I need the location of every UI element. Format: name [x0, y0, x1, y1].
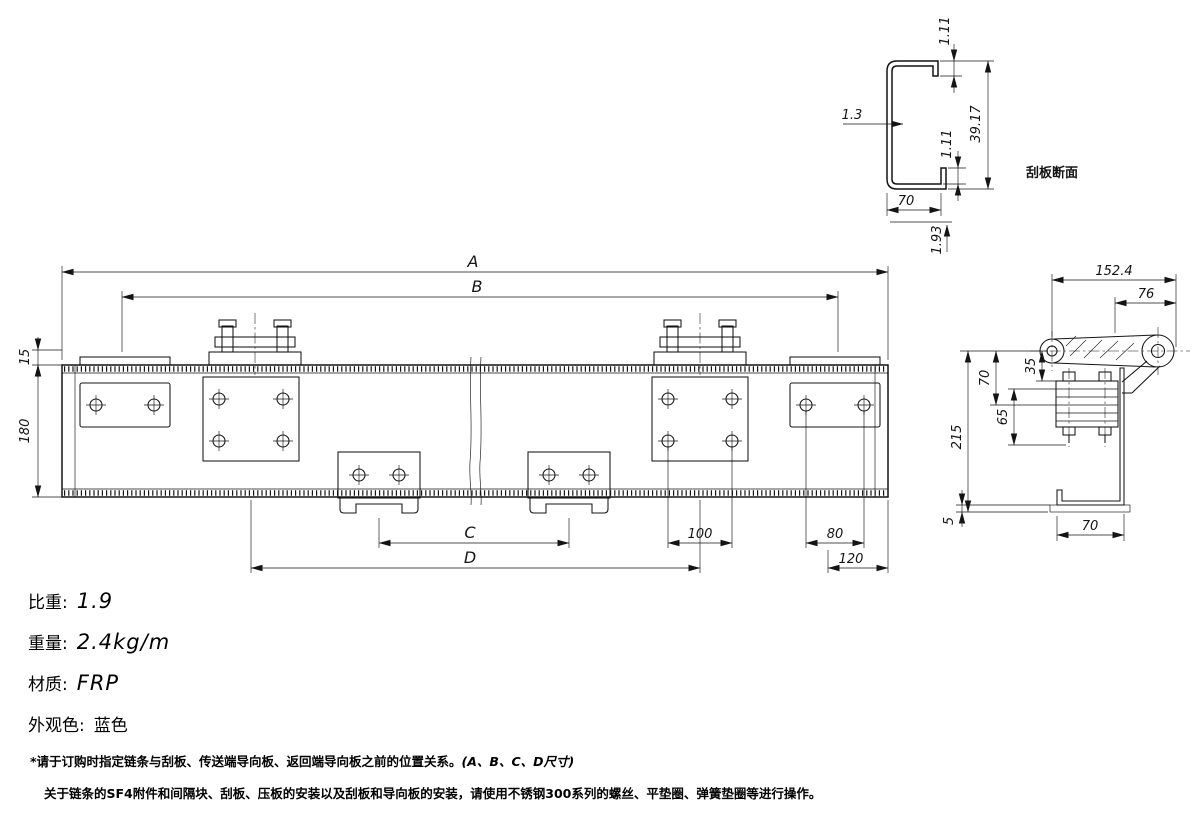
dim-side-pin-offset: 35: [1024, 358, 1039, 375]
spec-specific-gravity: 比重: 1.9: [28, 588, 170, 629]
note-installation: 关于链条的SF4附件和间隔块、刮板、压板的安装以及刮板和导向板的安装，请使用不锈…: [44, 785, 822, 801]
dim-span-B: B: [472, 277, 483, 296]
spec-weight-value: 2.4kg/m: [76, 630, 171, 654]
spec-specific-gravity-label: 比重:: [28, 593, 68, 613]
cross-section-caption: 刮板断面: [1026, 165, 1078, 181]
spec-material-value: FRP: [76, 671, 120, 695]
scraper-side-profile: [1056, 367, 1125, 506]
break-line: [479, 356, 482, 506]
dim-side-overall-width: 152.4: [1095, 264, 1132, 279]
spec-specific-gravity-value: 1.9: [76, 589, 114, 613]
dim-end-hole-spacing-80: 80: [827, 527, 844, 542]
dim-edge-offset-15: 15: [18, 349, 33, 366]
dim-height-180: 180: [18, 419, 33, 444]
dim-span-C: C: [464, 523, 476, 542]
spec-list: 比重: 1.9 重量: 2.4kg/m 材质: FRP 外观色: 蓝色: [28, 588, 170, 752]
clamp-block: [1055, 368, 1119, 447]
dim-side-block-height: 65: [996, 409, 1011, 426]
spec-weight-label: 重量:: [28, 634, 68, 654]
mounting-plate-right: [651, 376, 749, 462]
front-view: A B 15 180 C 100 80 D: [18, 252, 889, 573]
dim-overall-A: A: [467, 252, 479, 271]
dim-section-width: 70: [898, 194, 915, 209]
spec-color-label: 外观色:: [28, 716, 85, 736]
spec-material-label: 材质:: [28, 675, 68, 695]
dim-side-foot-thickness: 5: [942, 517, 957, 525]
spec-material: 材质: FRP: [28, 670, 170, 711]
clamp-plate-right-center: [527, 451, 611, 514]
note-ordering-text: *请于订购时指定链条与刮板、传送端导向板、返回端导向板之前的位置关系。: [30, 754, 462, 769]
dim-section-mid-lip: 1.11: [940, 130, 955, 159]
dim-section-bottom-thickness: 1.93: [930, 226, 945, 255]
dim-section-top-lip: 1.11: [938, 17, 953, 46]
break-line: [469, 356, 472, 506]
cross-section-view: 1.3 1.11 1.11 39.17 70 1.93 刮板断面: [842, 17, 1078, 255]
notes: *请于订购时指定链条与刮板、传送端导向板、返回端导向板之前的位置关系。(A、B、…: [30, 753, 1160, 817]
clamp-plate-left-center: [337, 451, 421, 514]
base-shim: [1049, 504, 1131, 513]
dim-end-span-120: 120: [839, 552, 864, 567]
channel-profile: [886, 60, 947, 190]
dim-side-foot-width: 70: [1082, 519, 1099, 534]
dim-section-height: 39.17: [969, 105, 984, 143]
dim-side-upper-height: 70: [978, 370, 993, 387]
guide-plate-left: [79, 356, 171, 428]
spec-color-value: 蓝色: [93, 716, 128, 736]
dim-span-D: D: [464, 548, 476, 567]
spec-weight: 重量: 2.4kg/m: [28, 629, 170, 670]
guide-plate-right: [789, 356, 881, 428]
note-ordering: *请于订购时指定链条与刮板、传送端导向板、返回端导向板之前的位置关系。(A、B、…: [30, 753, 1160, 772]
dim-side-link-width: 76: [1138, 287, 1155, 302]
scraper-bar: [61, 356, 889, 506]
dim-side-overall-height: 215: [950, 425, 965, 450]
mounting-plate-left: [202, 376, 300, 462]
note-ordering-dims: (A、B、C、D尺寸): [461, 754, 575, 769]
dim-section-thickness: 1.3: [842, 108, 863, 123]
side-view: 152.4 76 215 70 65 35 5 70: [942, 264, 1190, 541]
spec-color: 外观色: 蓝色: [28, 711, 170, 752]
